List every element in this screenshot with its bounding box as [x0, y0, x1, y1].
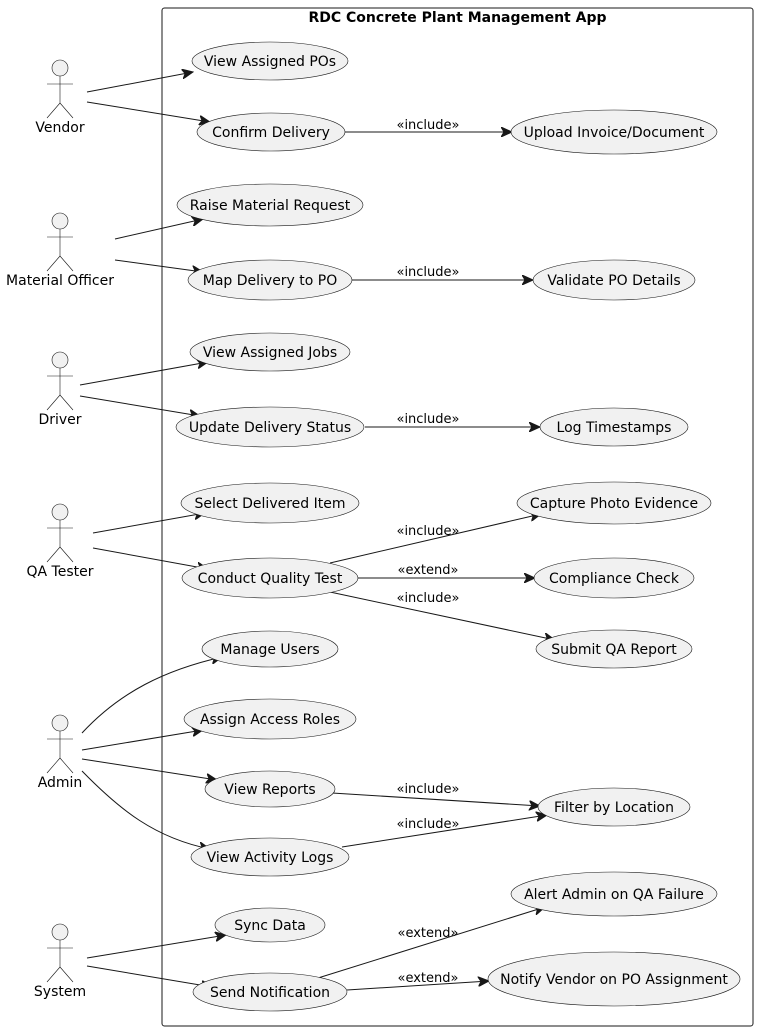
edge-vendor-confirm-delivery [86, 101, 210, 122]
actor-head-icon [51, 212, 69, 230]
use-case-label: Notify Vendor on PO Assignment [500, 972, 728, 988]
use-case-filter-by-location: Filter by Location [537, 787, 691, 827]
use-case-label: Alert Admin on QA Failure [524, 887, 704, 903]
rel-label-update-log: «include» [396, 412, 459, 427]
actor-label: QA Tester [27, 564, 94, 580]
rel-label-conduct-compliance: «extend» [398, 563, 459, 578]
use-case-label: Submit QA Report [551, 642, 677, 658]
edge-system-sync-data [86, 935, 226, 959]
use-case-label: Select Delivered Item [195, 496, 346, 512]
use-case-select-delivered-item: Select Delivered Item [180, 482, 360, 524]
actor-label: Vendor [35, 120, 84, 136]
actor-head-icon [51, 59, 69, 77]
use-case-label: Log Timestamps [557, 420, 672, 436]
rel-label-map-validate: «include» [396, 265, 459, 280]
use-case-log-timestamps: Log Timestamps [539, 407, 689, 447]
use-case-conduct-quality-test: Conduct Quality Test [181, 557, 359, 599]
use-case-view-activity-logs: View Activity Logs [190, 837, 350, 877]
rel-label-reports-filter: «include» [396, 782, 459, 797]
use-case-label: Send Notification [210, 985, 330, 1001]
use-case-view-assigned-pos: View Assigned POs [191, 41, 349, 81]
use-case-manage-users: Manage Users [201, 630, 339, 668]
edge-driver-view-jobs [79, 362, 208, 386]
edge-admin-manage-users [81, 657, 222, 734]
edge-admin-view-reports [81, 758, 217, 780]
use-case-sync-data: Sync Data [214, 907, 326, 943]
use-case-label: View Activity Logs [207, 850, 334, 866]
use-case-map-delivery-to-po: Map Delivery to PO [187, 259, 353, 301]
use-case-upload-invoice: Upload Invoice/Document [510, 109, 718, 155]
use-case-submit-qa-report: Submit QA Report [535, 629, 693, 669]
actor-label: Admin [38, 775, 83, 791]
use-case-raise-material-request: Raise Material Request [176, 183, 364, 227]
rel-label-notify-vendor: «extend» [398, 971, 459, 986]
use-case-label: Capture Photo Evidence [530, 496, 698, 512]
use-case-label: Manage Users [220, 642, 319, 658]
actor-system: System [34, 923, 86, 1000]
use-case-assign-access-roles: Assign Access Roles [183, 698, 357, 740]
use-case-validate-po-details: Validate PO Details [532, 259, 696, 301]
rel-label-notify-alert: «extend» [398, 926, 459, 941]
actor-label: Material Officer [6, 273, 114, 289]
edge-conduct-capture [329, 514, 541, 564]
use-case-label: View Reports [224, 782, 315, 798]
edge-material-officer-map-delivery [114, 259, 203, 272]
actor-admin: Admin [38, 714, 83, 791]
actor-head-icon [51, 714, 69, 732]
use-case-label: Conduct Quality Test [198, 571, 343, 587]
system-title: RDC Concrete Plant Management App [308, 10, 606, 26]
edge-qa-select-item [92, 513, 205, 534]
rel-label-logs-filter: «include» [396, 817, 459, 832]
actor-label: Driver [38, 412, 81, 428]
system-boundary [161, 7, 754, 1027]
edge-logs-filter [341, 815, 547, 848]
use-case-capture-photo-evidence: Capture Photo Evidence [516, 481, 712, 525]
actor-vendor: Vendor [35, 59, 85, 136]
edge-driver-update-status [79, 395, 200, 416]
use-case-send-notification: Send Notification [192, 972, 348, 1012]
use-case-label: Raise Material Request [190, 198, 351, 214]
edge-admin-assign-roles [81, 730, 203, 751]
edge-reports-filter [331, 792, 540, 806]
use-case-label: Validate PO Details [547, 273, 680, 289]
actor-qa-tester: QA Tester [27, 503, 94, 580]
actor-head-icon [51, 503, 69, 521]
edge-qa-conduct-test [92, 547, 208, 569]
use-case-view-reports: View Reports [204, 770, 336, 808]
actor-head-icon [51, 351, 69, 369]
use-case-compliance-check: Compliance Check [533, 557, 695, 599]
use-case-label: View Assigned POs [204, 54, 336, 70]
use-case-alert-admin-qa-failure: Alert Admin on QA Failure [510, 871, 718, 917]
rel-label-conduct-submit: «include» [396, 591, 459, 606]
use-case-confirm-delivery: Confirm Delivery [196, 112, 346, 152]
use-case-label: Map Delivery to PO [203, 273, 338, 289]
actor-material-officer: Material Officer [6, 212, 114, 289]
edge-notify-alert [317, 907, 545, 979]
use-case-view-assigned-jobs: View Assigned Jobs [189, 332, 351, 372]
actor-driver: Driver [38, 351, 82, 428]
edge-system-send-notification [86, 965, 212, 987]
use-case-label: Sync Data [234, 918, 306, 934]
edge-notify-vendor [346, 981, 489, 991]
edge-vendor-view-assigned-pos [86, 72, 193, 93]
use-case-label: Confirm Delivery [212, 125, 330, 141]
use-case-label: Assign Access Roles [200, 712, 340, 728]
use-case-label: View Assigned Jobs [203, 345, 337, 361]
use-case-label: Upload Invoice/Document [524, 125, 705, 141]
use-case-update-delivery-status: Update Delivery Status [175, 406, 365, 448]
rel-label-confirm-upload: «include» [396, 118, 459, 133]
actor-head-icon [51, 923, 69, 941]
use-case-label: Filter by Location [554, 800, 674, 816]
use-case-label: Update Delivery Status [189, 420, 351, 436]
use-case-label: Compliance Check [549, 571, 680, 587]
use-case-notify-vendor-po-assignment: Notify Vendor on PO Assignment [487, 951, 741, 1007]
edge-material-officer-raise-request [114, 219, 203, 240]
edge-admin-activity-logs [81, 770, 210, 849]
actor-label: System [34, 984, 86, 1000]
rel-label-conduct-capture: «include» [396, 524, 459, 539]
edge-conduct-submit [329, 591, 555, 640]
